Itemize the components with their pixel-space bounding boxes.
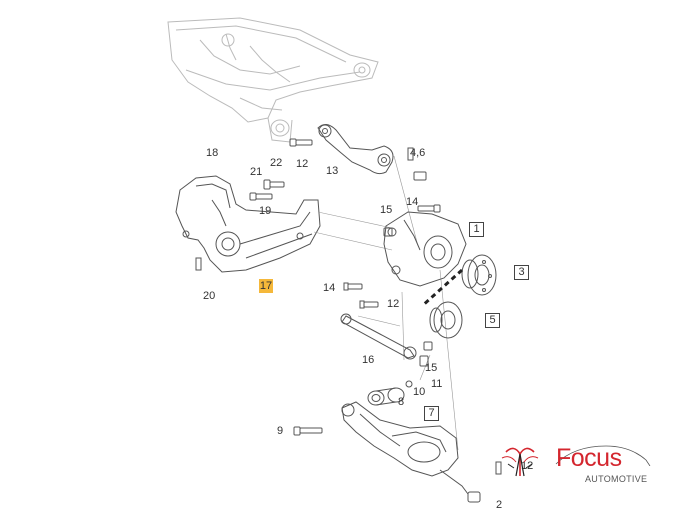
logo-emblem-icon [501, 447, 539, 477]
callout-5: 5 [485, 313, 500, 328]
upper-control-arm [317, 124, 394, 175]
callout-11: 11 [431, 378, 443, 390]
logo-car-outline-icon [555, 445, 651, 466]
callout-21: 21 [250, 166, 263, 178]
bushings [367, 380, 413, 406]
callout-16: 16 [362, 354, 375, 366]
callout-12-lower: 12 [521, 460, 534, 472]
callout-22: 22 [270, 157, 283, 169]
callout-15-upper: 15 [380, 204, 393, 216]
callout-20: 20 [203, 290, 216, 302]
callout-1: 1 [469, 222, 484, 237]
rear-subframe [167, 17, 379, 143]
callout-12-upper: 12 [296, 158, 309, 170]
callout-9: 9 [277, 425, 284, 437]
callout-8: 8 [398, 396, 405, 408]
logo-name: Focus [556, 444, 622, 472]
wheel-hub [461, 254, 497, 296]
small-bolts [383, 227, 429, 367]
logo-tagline: AUTOMOTIVE [585, 474, 648, 484]
callout-3: 3 [514, 265, 529, 280]
callout-7: 7 [424, 406, 439, 421]
callout-10: 10 [413, 386, 426, 398]
callout-13: 13 [326, 165, 339, 177]
callout-12-middle: 12 [387, 298, 400, 310]
callout-14-upper: 14 [406, 196, 419, 208]
wheel-bearing [429, 301, 463, 339]
callout-19: 19 [259, 205, 272, 217]
callout-18: 18 [206, 147, 219, 159]
callout-4-6: 4,6 [410, 147, 426, 159]
upper-bolts [249, 138, 441, 213]
toe-link [340, 282, 433, 360]
callout-17-highlighted: 17 [259, 279, 273, 293]
callout-14-lower: 14 [323, 282, 336, 294]
lower-control-arm [293, 401, 502, 503]
trailing-arm [175, 175, 321, 273]
callout-15-lower: 15 [425, 362, 438, 374]
focus-automotive-logo: Focus AUTOMOTIVE [498, 442, 658, 494]
callout-2: 2 [496, 499, 503, 511]
wheel-knuckle [383, 211, 467, 287]
